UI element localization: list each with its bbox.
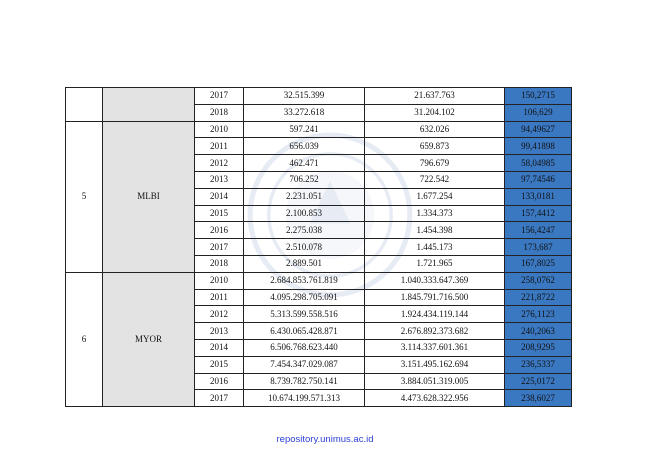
ratio-cell: 150,2715 [504, 87, 572, 105]
year-cell: 2014 [194, 187, 244, 206]
ratio-cell: 97,74546 [504, 170, 572, 189]
value-2-cell: 1.924.434.119.144 [364, 305, 505, 324]
ratio-cell: 240,2063 [504, 322, 572, 340]
value-1-cell: 6.430.065.428.871 [243, 322, 365, 340]
value-1-cell: 2.684.853.761.819 [243, 271, 365, 290]
value-2-cell: 21.637.763 [364, 87, 505, 105]
value-2-cell: 1.721.965 [364, 254, 505, 273]
value-1-cell: 6.506.768.623.440 [243, 338, 365, 357]
year-cell: 2015 [194, 355, 244, 374]
year-cell: 2015 [194, 204, 244, 223]
ratio-cell: 167,8025 [504, 254, 572, 273]
value-2-cell: 722.542 [364, 170, 505, 189]
value-1-cell: 2.275.038 [243, 221, 365, 240]
value-2-cell: 659.873 [364, 137, 505, 156]
value-2-cell: 632.026 [364, 120, 505, 139]
ratio-cell: 225,0172 [504, 372, 572, 391]
value-2-cell: 1.677.254 [364, 187, 505, 206]
value-2-cell: 1.445.173 [364, 238, 505, 256]
value-1-cell: 8.739.782.750.141 [243, 372, 365, 391]
value-1-cell: 32.515.399 [243, 87, 365, 105]
ratio-cell: 133,0181 [504, 187, 572, 206]
value-2-cell: 2.676.892.373.682 [364, 322, 505, 340]
value-2-cell: 3.151.495.162.694 [364, 355, 505, 374]
ratio-cell: 258,0762 [504, 271, 572, 290]
company-number-cell: 5 [65, 120, 103, 273]
value-1-cell: 10.674.199.571.313 [243, 389, 365, 408]
ratio-cell: 208,9295 [504, 338, 572, 357]
value-1-cell: 2.889.501 [243, 254, 365, 273]
value-2-cell: 796.679 [364, 154, 505, 172]
year-cell: 2018 [194, 103, 244, 122]
value-1-cell: 656.039 [243, 137, 365, 156]
company-code-cell [102, 87, 195, 122]
year-cell: 2010 [194, 271, 244, 290]
year-cell: 2017 [194, 238, 244, 256]
ratio-cell: 106,629 [504, 103, 572, 122]
ratio-cell: 173,687 [504, 238, 572, 256]
year-cell: 2012 [194, 305, 244, 324]
value-1-cell: 7.454.347.029.087 [243, 355, 365, 374]
year-cell: 2017 [194, 87, 244, 105]
value-1-cell: 706.252 [243, 170, 365, 189]
value-2-cell: 3.114.337.601.361 [364, 338, 505, 357]
year-cell: 2011 [194, 137, 244, 156]
value-2-cell: 3.884.051.319.005 [364, 372, 505, 391]
value-1-cell: 462.471 [243, 154, 365, 172]
value-1-cell: 5.313.599.558.516 [243, 305, 365, 324]
year-cell: 2018 [194, 254, 244, 273]
year-cell: 2014 [194, 338, 244, 357]
value-1-cell: 4.095.298.705.091 [243, 288, 365, 307]
repository-link[interactable]: repository.unimus.ac.id [276, 434, 374, 445]
value-2-cell: 1.845.791.716.500 [364, 288, 505, 307]
value-2-cell: 1.454.398 [364, 221, 505, 240]
value-2-cell: 1.040.333.647.369 [364, 271, 505, 290]
ratio-cell: 221,8722 [504, 288, 572, 307]
ratio-cell: 157,4412 [504, 204, 572, 223]
year-cell: 2011 [194, 288, 244, 307]
ratio-cell: 99,41898 [504, 137, 572, 156]
value-2-cell: 4.473.628.322.956 [364, 389, 505, 408]
year-cell: 2012 [194, 154, 244, 172]
ratio-cell: 276,1123 [504, 305, 572, 324]
value-2-cell: 1.334.373 [364, 204, 505, 223]
year-cell: 2017 [194, 389, 244, 408]
year-cell: 2013 [194, 170, 244, 189]
ratio-cell: 236,5337 [504, 355, 572, 374]
year-cell: 2016 [194, 221, 244, 240]
year-cell: 2010 [194, 120, 244, 139]
value-1-cell: 2.100.853 [243, 204, 365, 223]
value-1-cell: 33.272.618 [243, 103, 365, 122]
year-cell: 2013 [194, 322, 244, 340]
year-cell: 2016 [194, 372, 244, 391]
ratio-cell: 58,04985 [504, 154, 572, 172]
company-code-cell: MYOR [102, 271, 195, 408]
ratio-cell: 94,49627 [504, 120, 572, 139]
company-number-cell: 6 [65, 271, 103, 408]
ratio-cell: 156,4247 [504, 221, 572, 240]
value-1-cell: 2.510.078 [243, 238, 365, 256]
value-2-cell: 31.204.102 [364, 103, 505, 122]
company-code-cell: MLBI [102, 120, 195, 273]
ratio-cell: 238,6027 [504, 389, 572, 408]
value-1-cell: 2.231.051 [243, 187, 365, 206]
company-number-cell [65, 87, 103, 122]
value-1-cell: 597.241 [243, 120, 365, 139]
